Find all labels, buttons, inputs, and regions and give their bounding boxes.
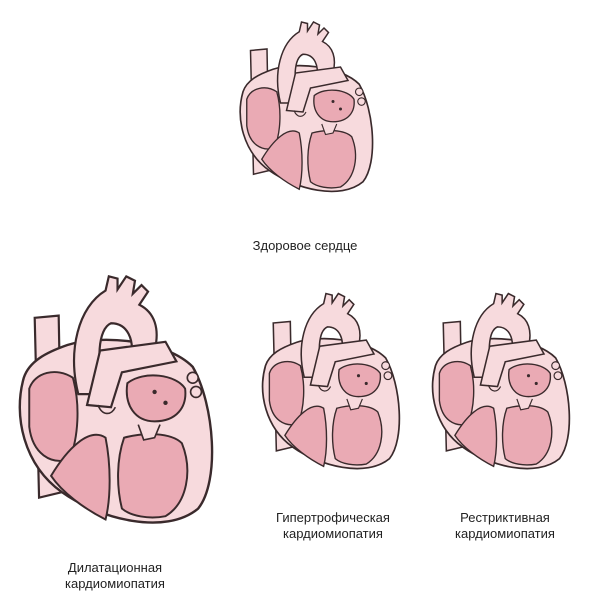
dilated-heart-illustration bbox=[18, 275, 214, 524]
label-line: кардиомиопатия bbox=[65, 576, 165, 591]
hypertrophic-heart-illustration bbox=[261, 292, 401, 470]
label-hypertrophic-cardiomyopathy: Гипертрофическая кардиомиопатия bbox=[258, 510, 408, 542]
label-line: Здоровое сердце bbox=[252, 238, 358, 253]
healthy-heart-illustration bbox=[239, 21, 374, 193]
label-line: Гипертрофическая bbox=[276, 510, 390, 525]
label-line: кардиомиопатия bbox=[455, 526, 555, 541]
label-line: Рестриктивная bbox=[460, 510, 550, 525]
label-line: Дилатационная bbox=[67, 560, 163, 575]
label-restrictive-cardiomyopathy: Рестриктивная кардиомиопатия bbox=[430, 510, 580, 542]
label-dilated-cardiomyopathy: Дилатационная кардиомиопатия bbox=[40, 560, 190, 592]
label-healthy-heart: Здоровое сердце bbox=[230, 238, 380, 254]
label-line: кардиомиопатия bbox=[283, 526, 383, 541]
restrictive-heart-illustration bbox=[431, 292, 571, 470]
